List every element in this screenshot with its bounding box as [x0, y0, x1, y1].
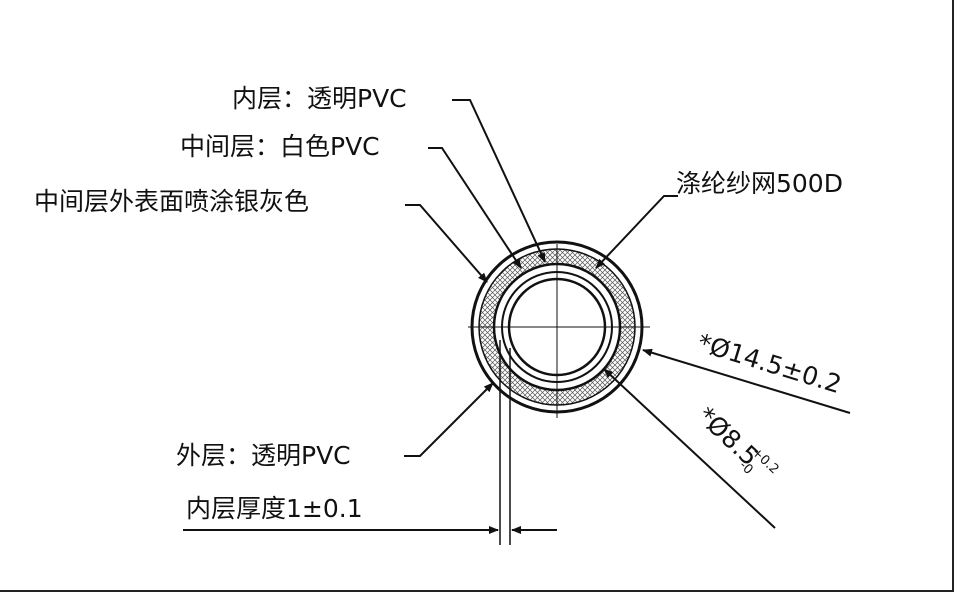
label-middle-surface: 中间层外表面喷涂银灰色: [34, 187, 309, 216]
label-middle-layer: 中间层：白色PVC: [180, 132, 380, 161]
label-outer-layer: 外层：透明PVC: [176, 441, 351, 470]
leader-middle-surface: 中间层外表面喷涂银灰色: [34, 187, 488, 283]
label-mesh: 涤纶纱网500D: [676, 169, 843, 198]
label-inner-layer: 内层：透明PVC: [232, 84, 407, 113]
leader-mesh: 涤纶纱网500D: [595, 169, 843, 269]
dimension-inner-diameter: *Ø8.5 +0.2 -0: [603, 368, 782, 529]
leader-inner-layer: 内层：透明PVC: [232, 84, 546, 263]
leader-middle-layer: 中间层：白色PVC: [180, 132, 522, 269]
label-inner-thickness: 内层厚度1±0.1: [186, 494, 363, 523]
dimension-inner-thickness: 内层厚度1±0.1: [183, 340, 557, 545]
tube-section: [468, 240, 650, 418]
dimension-outer-diameter: *Ø14.5±0.2: [642, 328, 851, 414]
leader-outer-layer: 外层：透明PVC: [176, 382, 494, 470]
